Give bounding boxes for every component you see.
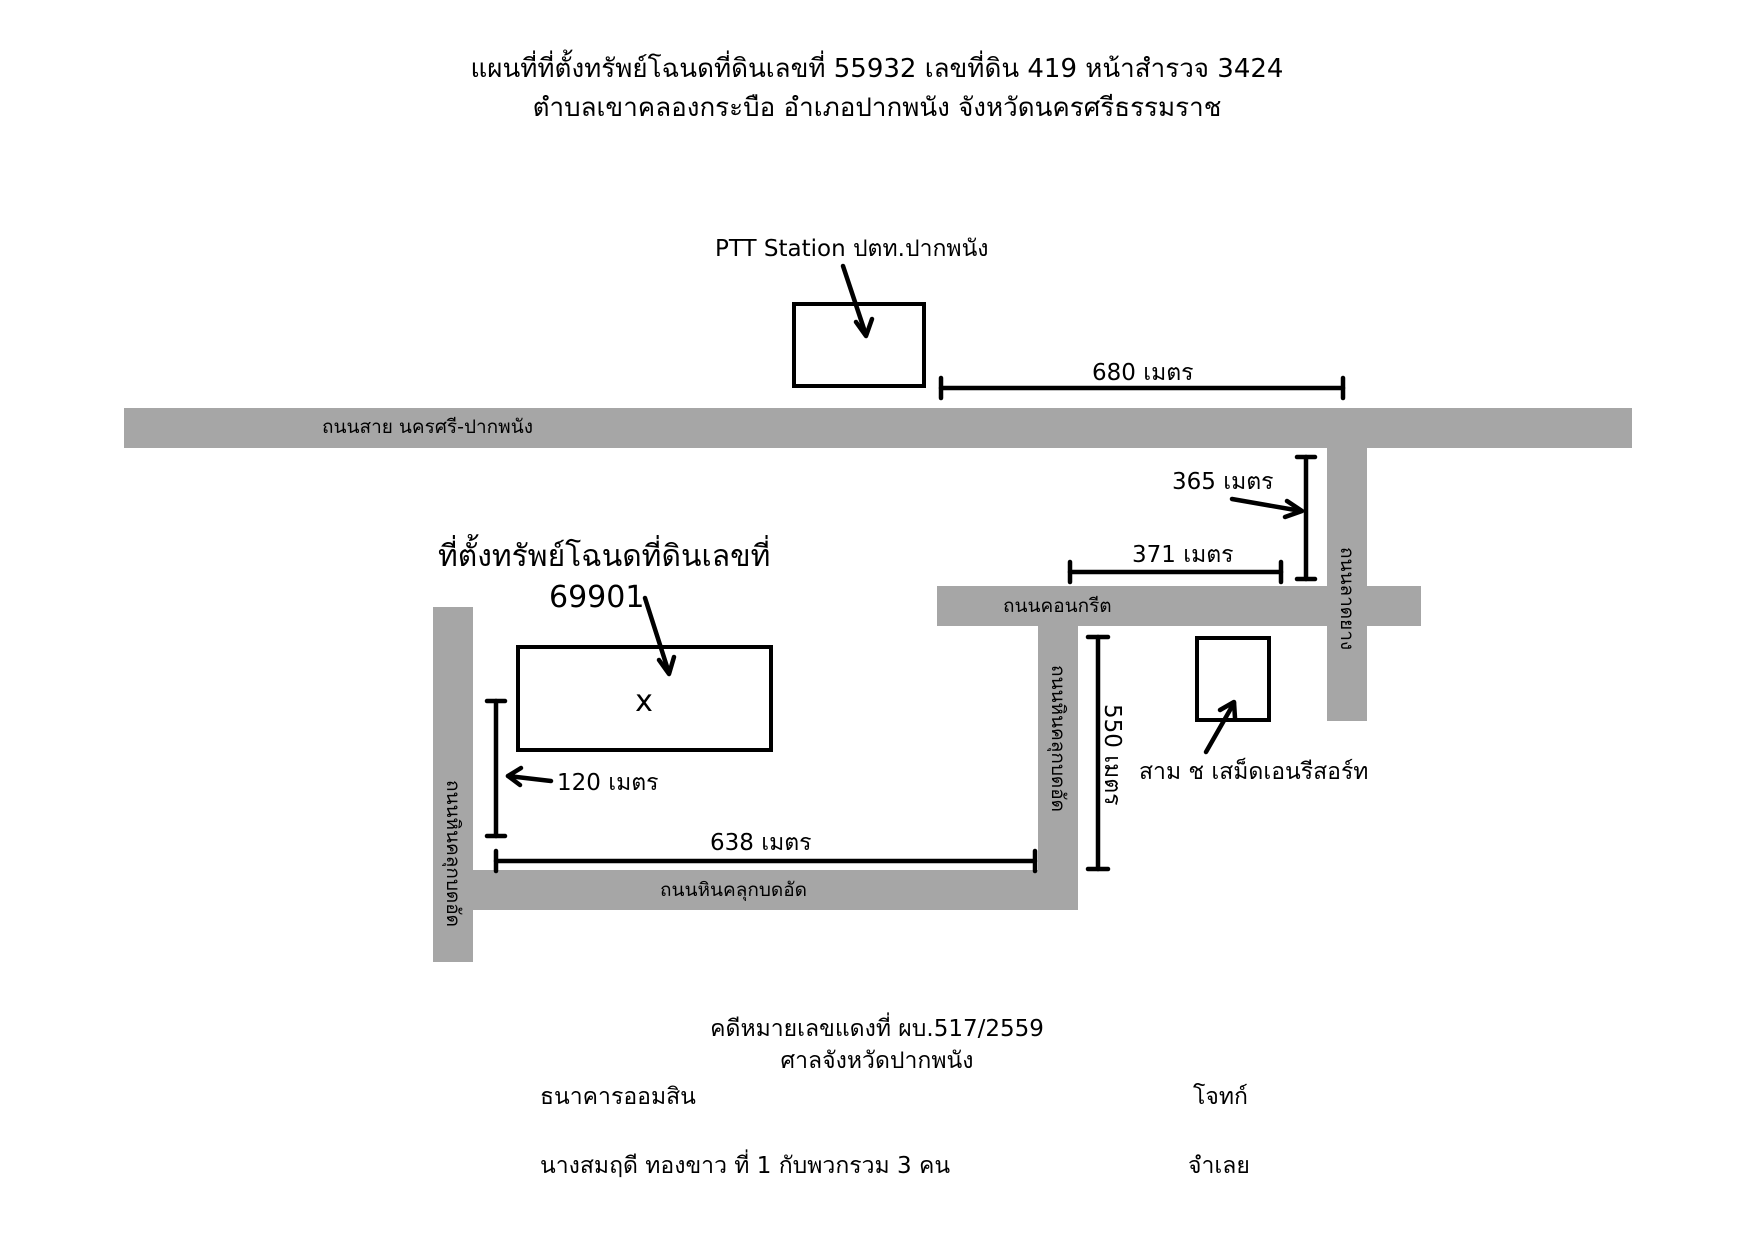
distance-550-bar (1085, 634, 1111, 872)
resort-arrow (1203, 699, 1238, 755)
court-name: ศาลจังหวัดปากพนัง (781, 1048, 974, 1074)
distance-680-label: 680 เมตร (1092, 360, 1194, 386)
resort-building (1195, 636, 1271, 722)
property-arrow (642, 595, 677, 677)
laterite-road-horizontal (433, 870, 1078, 910)
paved-road-right (1327, 446, 1367, 721)
map-title-line1: แผนที่ที่ตั้งทรัพย์โฉนดที่ดินเลขที่ 5593… (471, 49, 1284, 84)
distance-371-bar (1067, 559, 1284, 585)
property-label-line2: 69901 (549, 580, 644, 615)
distance-120-arrow (505, 765, 554, 788)
defendant-name: นางสมฤดี ทองขาว ที่ 1 กับพวกรวม 3 คน (540, 1149, 950, 1179)
main-highway-label: ถนนสาย นครศรี-ปากพนัง (322, 416, 533, 438)
distance-365-bar (1294, 454, 1318, 582)
distance-680-bar (938, 375, 1346, 401)
plaintiff-name: ธนาคารออมสิน (540, 1084, 696, 1110)
distance-638-label: 638 เมตร (710, 830, 812, 856)
ptt-station-building (792, 302, 926, 388)
distance-550-label: 550 เมตร (1099, 704, 1125, 806)
laterite-road-vertical (1038, 624, 1078, 910)
case-number: คดีหมายเลขแดงที่ ผบ.517/2559 (710, 1012, 1044, 1042)
ptt-station-label: PTT Station ปตท.ปากพนัง (715, 236, 989, 262)
distance-638-bar (493, 848, 1038, 874)
distance-120-label: 120 เมตร (557, 770, 659, 796)
concrete-road (937, 586, 1421, 626)
main-highway-road (124, 408, 1632, 448)
paved-road-right-label: ถนนลาดยาง (1336, 547, 1358, 650)
ptt-station-arrow (840, 263, 875, 339)
concrete-road-label: ถนนคอนกรีต (1003, 595, 1112, 617)
laterite-road-left-label: ถนนหินคลุกบดอัด (441, 780, 464, 927)
property-marker: x (635, 684, 653, 719)
map-title-line2: ตำบลเขาคลองกระบือ อำเภอปากพนัง จังหวัดนค… (533, 93, 1222, 123)
plaintiff-role: โจทก์ (1193, 1083, 1248, 1110)
resort-label: สาม ช เสม็ดเอนรีสอร์ท (1139, 756, 1368, 785)
laterite-road-horizontal-label: ถนนหินคลุกบดอัด (660, 879, 807, 902)
distance-371-label: 371 เมตร (1132, 542, 1234, 568)
property-parcel (516, 645, 773, 752)
laterite-road-vertical-label: ถนนหินคลุกบดอัด (1046, 665, 1069, 812)
distance-120-bar (484, 698, 508, 839)
distance-365-label: 365 เมตร (1172, 469, 1274, 495)
laterite-road-left (433, 607, 473, 962)
distance-365-arrow (1229, 496, 1305, 520)
property-label-line1: ที่ตั้งทรัพย์โฉนดที่ดินเลขที่ (438, 534, 770, 574)
defendant-role: จำเลย (1188, 1153, 1250, 1179)
